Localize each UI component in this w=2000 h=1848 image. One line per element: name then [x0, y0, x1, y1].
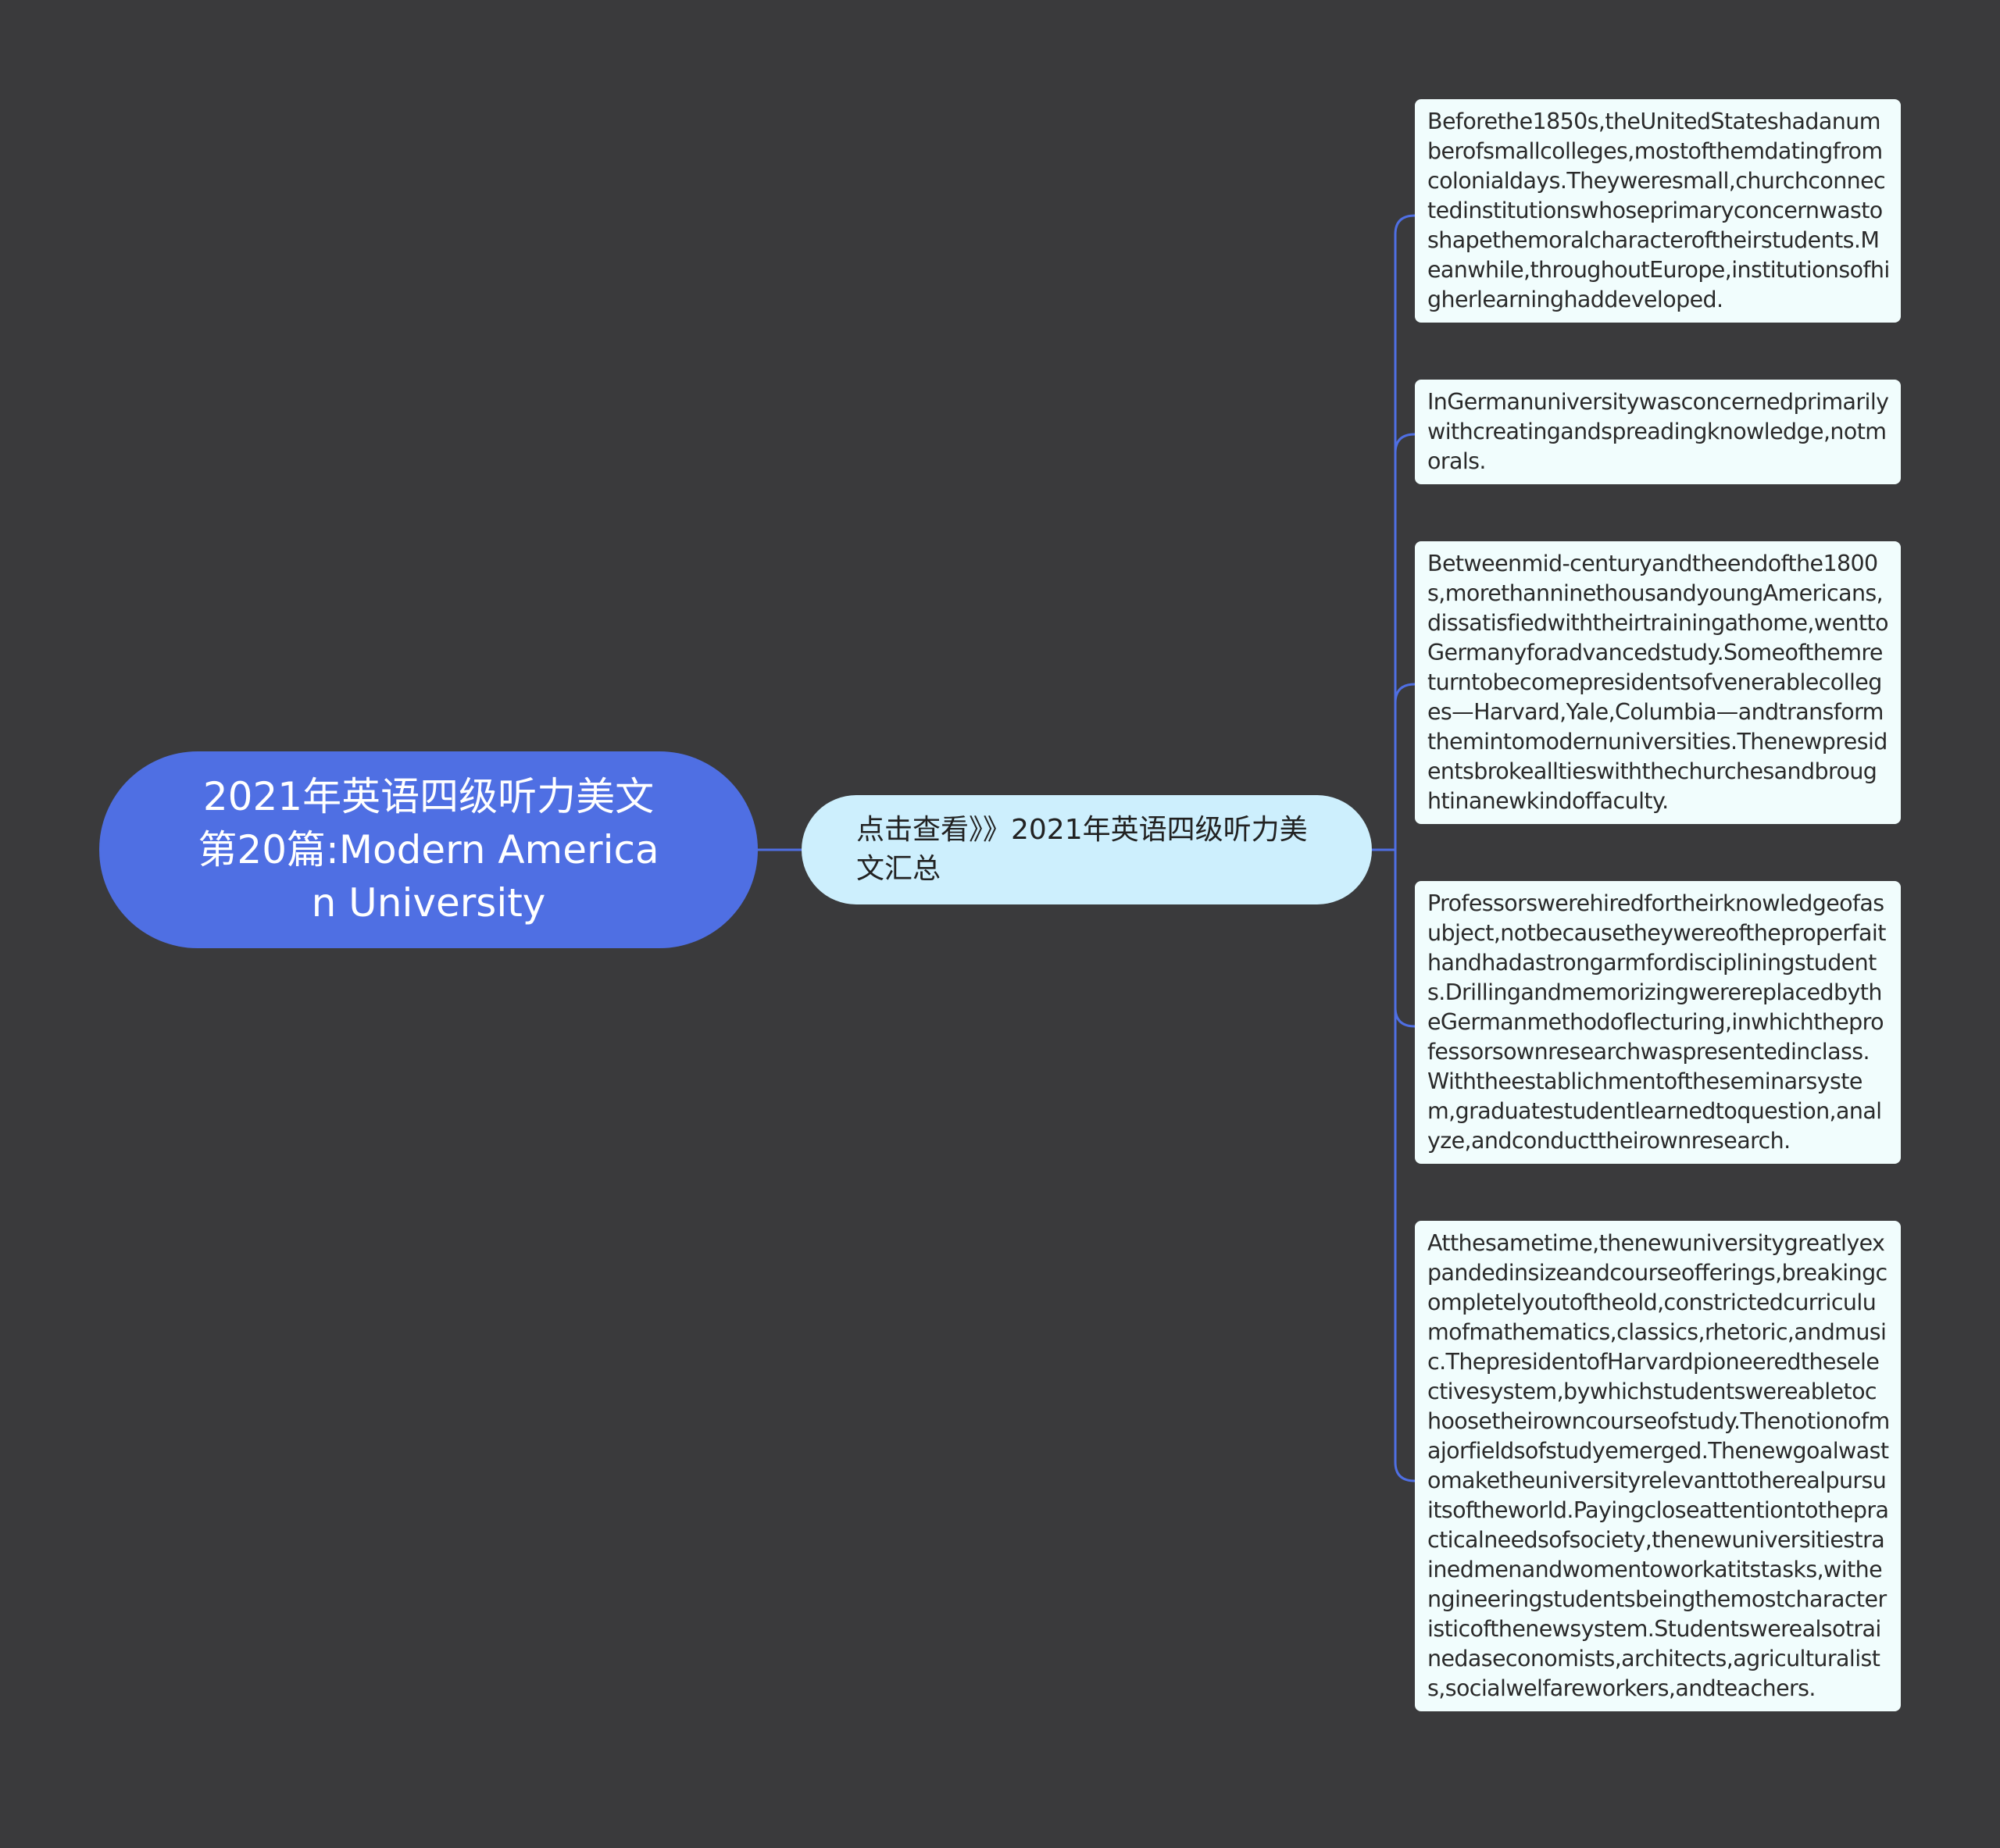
connector-leaf-4 — [1394, 850, 1416, 1028]
root-topic-label: 2021年英语四级听力美文第20篇:Modern American Univer… — [198, 774, 659, 926]
leaf-text-4: Professorswerehiredfortheirknowledgeofas… — [1427, 890, 1886, 1154]
leaf-node-3[interactable]: Betweenmid-centuryandtheendofthe1800s,mo… — [1415, 541, 1901, 824]
connector-leaf-2 — [1394, 433, 1416, 850]
connector-leaf-1 — [1394, 214, 1416, 850]
leaf-text-3: Betweenmid-centuryandtheendofthe1800s,mo… — [1427, 551, 1889, 814]
root-topic-node[interactable]: 2021年英语四级听力美文第20篇:Modern American Univer… — [99, 751, 758, 948]
branch-topic-label: 点击查看》》2021年英语四级听力美文汇总 — [856, 814, 1308, 885]
leaf-node-5[interactable]: Atthesametime,thenewuniversitygreatlyexp… — [1415, 1221, 1901, 1711]
connector-leaf-3 — [1394, 683, 1416, 850]
leaf-node-2[interactable]: InGermanuniversitywasconcernedprimarilyw… — [1415, 380, 1901, 484]
leaf-node-4[interactable]: Professorswerehiredfortheirknowledgeofas… — [1415, 881, 1901, 1164]
leaf-text-2: InGermanuniversitywasconcernedprimarilyw… — [1427, 389, 1889, 474]
connector-leaf-5 — [1394, 850, 1416, 1482]
branch-topic-node[interactable]: 点击查看》》2021年英语四级听力美文汇总 — [802, 795, 1372, 904]
leaf-text-5: Atthesametime,thenewuniversitygreatlyexp… — [1427, 1230, 1890, 1701]
leaf-node-1[interactable]: Beforethe1850s,theUnitedStateshadanumber… — [1415, 99, 1901, 323]
leaf-text-1: Beforethe1850s,theUnitedStateshadanumber… — [1427, 109, 1890, 312]
